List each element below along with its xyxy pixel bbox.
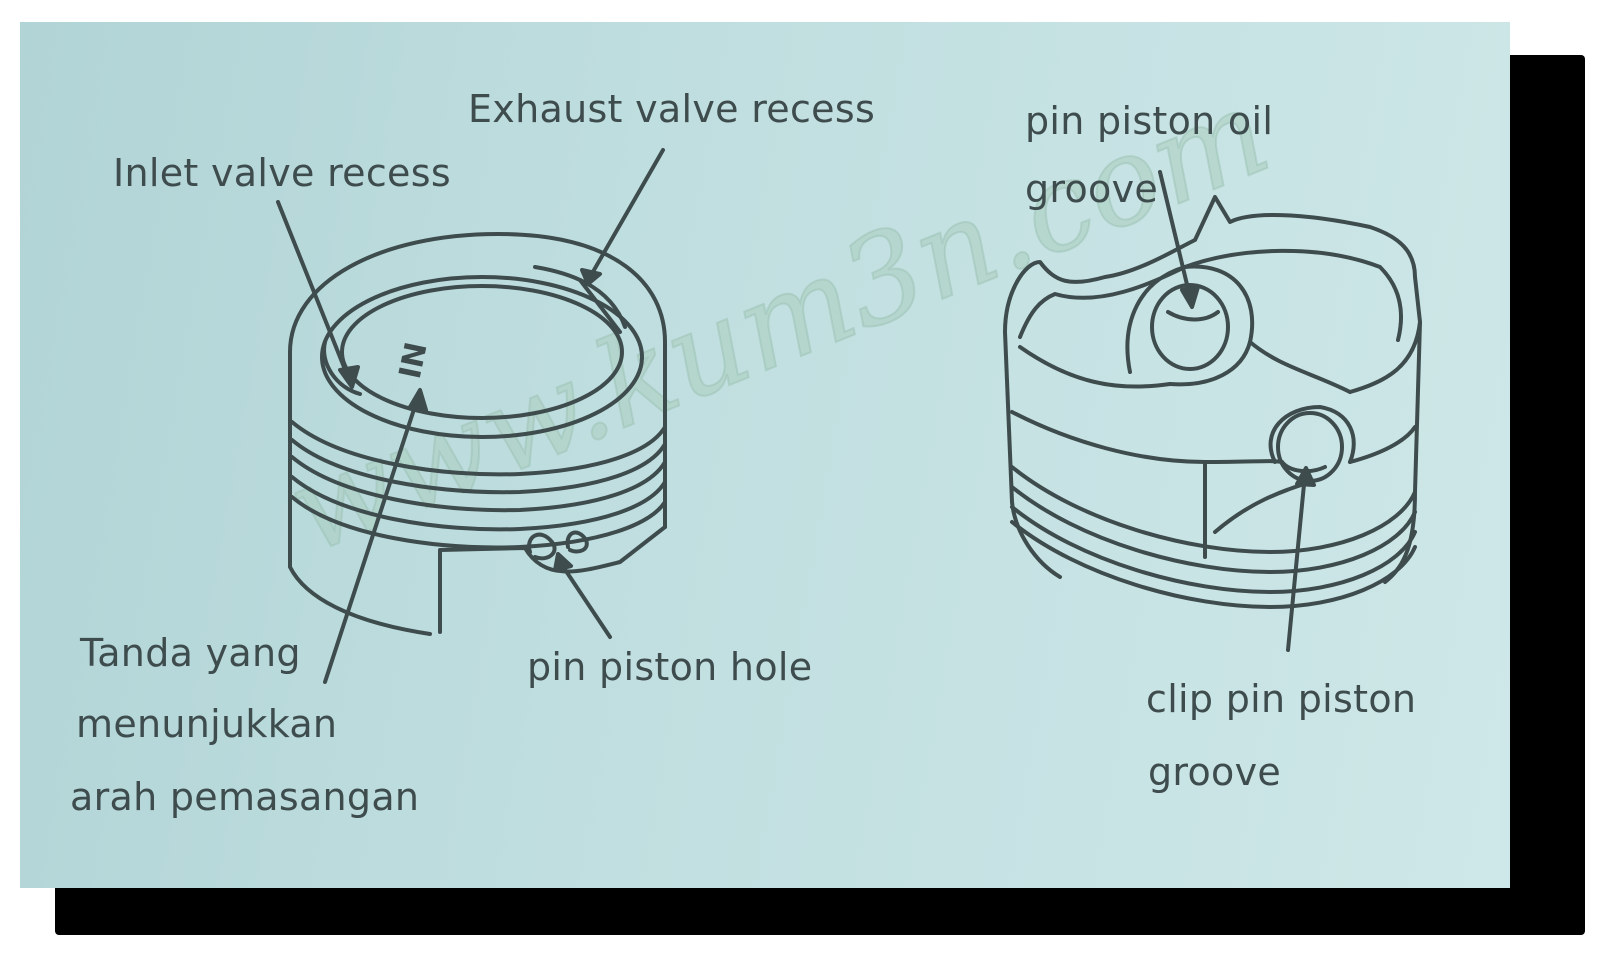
body-top-band <box>1010 410 1284 464</box>
boss-left <box>1125 264 1255 387</box>
label-inlet-valve-recess: Inlet valve recess <box>113 151 451 195</box>
crown-ring-outer <box>320 275 644 439</box>
right-piston-drawing <box>1003 195 1422 609</box>
ring-groove-1 <box>290 420 667 477</box>
body-left <box>1003 330 1014 504</box>
diagram-card: www.kum3n.com IN <box>20 22 1510 888</box>
label-tanda-line2: menunjukkan <box>76 702 338 746</box>
boss-right <box>1268 405 1356 464</box>
body-right <box>1413 320 1422 494</box>
right-pointers <box>1158 170 1316 652</box>
piston-diagrams: IN <box>276 148 1422 684</box>
pin-hole-left <box>527 532 557 561</box>
ring-groove-5 <box>290 495 667 550</box>
label-pin-oil-line1: pin piston oil <box>1025 99 1274 143</box>
ring-groove-3 <box>290 455 667 513</box>
left-pointers <box>276 148 665 684</box>
inlet-recess-arc <box>322 340 362 396</box>
ring-groove-2 <box>290 438 667 495</box>
pointer-inlet <box>276 200 352 384</box>
rring-3 <box>1010 505 1417 594</box>
body-top-band-right <box>1348 425 1417 464</box>
rring-2 <box>1010 485 1417 574</box>
rring-4 <box>1010 520 1417 609</box>
rim-inner <box>1018 248 1403 342</box>
in-mark: IN <box>393 339 435 382</box>
crown-outline <box>288 232 667 354</box>
pin-hole-right <box>565 530 589 554</box>
rring-1 <box>1010 465 1417 554</box>
rring-bottom <box>1010 500 1062 579</box>
pointer-clip <box>1286 472 1307 652</box>
label-tanda-line3: arah pemasangan <box>70 775 420 819</box>
pointer-pin-hole <box>558 560 612 639</box>
label-tanda-line1: Tanda yang <box>80 631 301 675</box>
pointer-pin-oil <box>1158 170 1192 299</box>
skirt-cutout <box>438 525 667 634</box>
label-clip-line1: clip pin piston <box>1146 677 1417 721</box>
label-pin-oil-line2: groove <box>1025 167 1159 211</box>
ring-groove-4 <box>290 475 667 532</box>
left-piston-drawing: IN <box>288 232 667 636</box>
crown-ring-inner <box>340 284 624 420</box>
piston-skirt-left <box>288 350 432 636</box>
label-pin-piston-hole: pin piston hole <box>527 645 813 689</box>
label-exhaust-valve-recess: Exhaust valve recess <box>468 87 876 131</box>
pin-oil-hole <box>1150 283 1230 371</box>
pointer-tanda <box>323 395 420 684</box>
pointer-exhaust <box>588 148 665 279</box>
label-clip-line2: groove <box>1148 750 1282 794</box>
